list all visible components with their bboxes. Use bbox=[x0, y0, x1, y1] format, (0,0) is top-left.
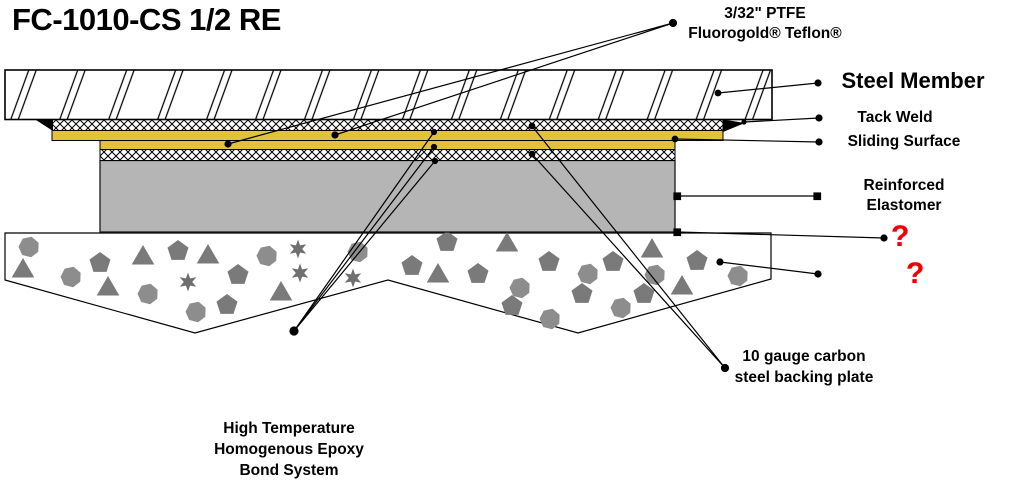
leader-dot bbox=[814, 79, 822, 87]
aggregate-triangle bbox=[640, 238, 664, 258]
leader-dot bbox=[720, 363, 730, 373]
leader-epoxy-bond bbox=[289, 128, 439, 336]
aggregate-pentagon bbox=[436, 231, 458, 251]
epoxy-bond-label-line2: Homogenous Epoxy bbox=[214, 441, 364, 458]
leader-dot bbox=[673, 192, 682, 201]
leader-ptfe bbox=[224, 18, 678, 148]
aggregate-star bbox=[289, 239, 307, 259]
leader-dot bbox=[224, 140, 232, 148]
leader-dot bbox=[289, 326, 299, 336]
leader-question-2 bbox=[716, 258, 822, 278]
aggregate-star bbox=[291, 263, 309, 283]
aggregate-pentagon bbox=[571, 283, 593, 303]
reinforced-elastomer-label-line2: Elastomer bbox=[866, 196, 942, 214]
leader-backing-plate bbox=[528, 122, 730, 373]
leader-dot bbox=[813, 192, 822, 201]
epoxy-bond-label-line3: Bond System bbox=[239, 462, 339, 479]
question-mark-2: ? bbox=[906, 257, 925, 290]
aggregate-triangle bbox=[96, 276, 120, 296]
aggregate-circle bbox=[727, 265, 748, 287]
aggregate-circle bbox=[509, 277, 530, 299]
ptfe-label-line1: 3/32" PTFE bbox=[724, 5, 806, 22]
backing-plate-label-line1: 10 gauge carbon bbox=[742, 348, 866, 365]
reinforced-elastomer-label: Reinforced Elastomer bbox=[824, 176, 984, 215]
backing-plate-label: 10 gauge carbon steel backing plate bbox=[704, 347, 904, 388]
aggregate-circle bbox=[577, 263, 598, 285]
aggregate-pentagon bbox=[602, 251, 624, 271]
steel-member-label: Steel Member bbox=[841, 68, 985, 93]
leader-dot bbox=[671, 135, 679, 143]
leader-dot bbox=[815, 138, 823, 146]
aggregate-pentagon bbox=[401, 255, 423, 275]
leader-dot bbox=[880, 234, 888, 242]
aggregate-star bbox=[179, 272, 197, 292]
aggregate-circle bbox=[610, 297, 631, 319]
epoxy-bond-label-line1: High Temperature bbox=[223, 420, 355, 437]
aggregate-pentagon bbox=[686, 250, 708, 270]
aggregate-triangle bbox=[670, 275, 694, 295]
leader-dot bbox=[528, 150, 536, 158]
leader-dot bbox=[430, 128, 438, 136]
upper-backing-plate-layer bbox=[51, 119, 724, 131]
aggregate-pentagon bbox=[167, 240, 189, 260]
steel-member-block bbox=[4, 69, 773, 121]
upper-ptfe-layer bbox=[51, 130, 724, 141]
leader-steel-member bbox=[714, 79, 822, 97]
aggregate-circle bbox=[60, 266, 81, 288]
concrete-aggregate-group bbox=[11, 231, 748, 330]
aggregate-pentagon bbox=[633, 283, 655, 303]
leader-dot bbox=[528, 122, 536, 130]
question-mark-1: ? bbox=[891, 220, 910, 253]
tack-weld-right bbox=[723, 119, 745, 132]
aggregate-pentagon bbox=[227, 264, 249, 284]
lower-ptfe-layer bbox=[99, 140, 676, 150]
aggregate-circle bbox=[185, 301, 206, 323]
aggregate-circle bbox=[644, 264, 665, 286]
aggregate-pentagon bbox=[538, 251, 560, 271]
leader-dot bbox=[431, 157, 439, 165]
leader-question-1 bbox=[673, 228, 888, 242]
aggregate-triangle bbox=[196, 244, 220, 264]
leader-dot bbox=[668, 18, 678, 28]
leader-dot bbox=[741, 119, 747, 125]
aggregate-pentagon bbox=[216, 294, 238, 314]
aggregate-triangle bbox=[426, 263, 450, 283]
leader-dot bbox=[714, 89, 722, 97]
leader-dot bbox=[673, 228, 682, 237]
aggregate-triangle bbox=[269, 281, 293, 301]
backing-plate-label-line2: steel backing plate bbox=[734, 368, 874, 386]
leader-dot bbox=[815, 114, 823, 122]
lower-backing-plate-layer bbox=[99, 149, 676, 161]
leader-dot bbox=[430, 143, 438, 151]
leader-tack-weld bbox=[741, 114, 823, 125]
aggregate-circle bbox=[256, 245, 277, 267]
leader-lines bbox=[224, 18, 888, 373]
aggregate-circle bbox=[539, 308, 560, 330]
epoxy-bond-label: High Temperature Homogenous Epoxy Bond S… bbox=[189, 418, 389, 481]
tack-weld-label: Tack Weld bbox=[857, 109, 933, 126]
ptfe-label: 3/32" PTFE Fluorogold® Teflon® bbox=[655, 4, 875, 43]
sliding-surface-label: Sliding Surface bbox=[847, 133, 961, 150]
aggregate-pentagon bbox=[467, 263, 489, 283]
aggregate-star bbox=[344, 268, 362, 288]
aggregate-triangle bbox=[11, 258, 35, 278]
drawing-title: FC-1010-CS 1/2 RE bbox=[12, 2, 281, 37]
tack-weld-left bbox=[36, 120, 53, 131]
reinforced-elastomer-label-line1: Reinforced bbox=[863, 177, 945, 194]
ptfe-label-line2: Fluorogold® Teflon® bbox=[688, 24, 842, 42]
aggregate-pentagon bbox=[89, 252, 111, 272]
leader-reinforced-elastomer bbox=[673, 192, 822, 201]
reinforced-elastomer-layer bbox=[99, 159, 676, 233]
aggregate-triangle bbox=[495, 232, 519, 252]
leader-dot bbox=[716, 258, 724, 266]
aggregate-circle bbox=[137, 283, 158, 305]
leader-dot bbox=[814, 270, 822, 278]
aggregate-circle bbox=[18, 236, 39, 258]
leader-sliding-surface bbox=[671, 135, 823, 146]
leader-dot bbox=[331, 131, 339, 139]
aggregate-pentagon bbox=[501, 295, 523, 315]
aggregate-triangle bbox=[131, 245, 155, 265]
